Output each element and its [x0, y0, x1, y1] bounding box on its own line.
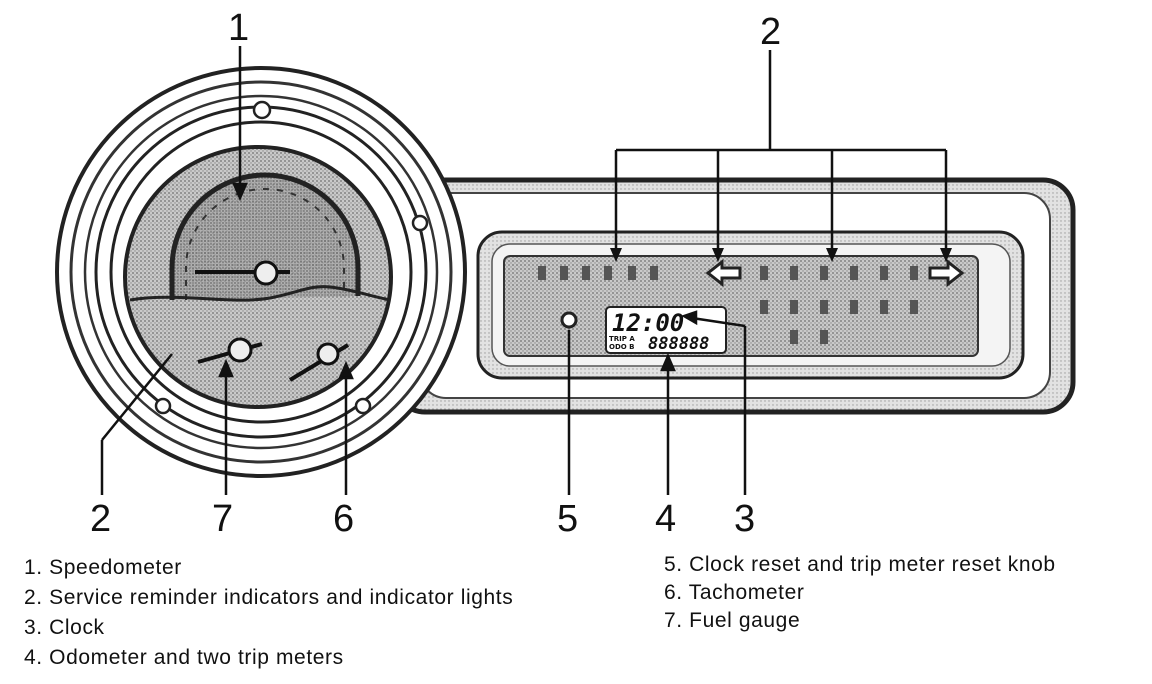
callout-7: 7 [212, 498, 233, 540]
leader-lines [100, 46, 747, 495]
legend-item: 6. Tachometer [664, 581, 805, 604]
callout-3: 3 [734, 498, 755, 540]
reset-knob[interactable] [560, 311, 578, 329]
callout-4: 4 [655, 498, 676, 540]
speedometer-dial [169, 172, 361, 300]
tachometer-hub [316, 342, 340, 366]
legend-item: 7. Fuel gauge [664, 609, 801, 632]
callout-2-bottom: 2 [90, 498, 111, 540]
gauge-face [123, 145, 393, 409]
indicator-panel: 12:00 TRIP A ODO B 888888 [503, 255, 979, 357]
indicator-bracket [614, 50, 948, 256]
mounting-tab [354, 397, 372, 415]
legend-item: 1. Speedometer [24, 556, 182, 579]
indicator-lights-row [538, 266, 918, 344]
callout-5: 5 [557, 498, 578, 540]
mounting-tab [411, 214, 429, 232]
lcd-odometer: 888888 [648, 334, 709, 354]
mounting-tab [154, 397, 172, 415]
lcd-trip-label-bottom: ODO B [609, 343, 634, 351]
right-turn-arrow-icon [928, 258, 965, 288]
lcd-clock: 12:00 [612, 309, 684, 337]
legend-item: 4. Odometer and two trip meters [24, 646, 344, 669]
legend-item: 3. Clock [24, 616, 105, 639]
legend-left: 1. Speedometer 2. Service reminder indic… [24, 553, 513, 673]
callout-6: 6 [333, 498, 354, 540]
legend-item: 5. Clock reset and trip meter reset knob [664, 553, 1056, 576]
lcd-trip-label-top: TRIP A [609, 335, 635, 343]
speedometer-hub [253, 260, 279, 286]
mounting-tab [252, 100, 272, 120]
callout-2-top: 2 [760, 11, 781, 53]
fuel-gauge-hub [227, 337, 253, 363]
left-turn-arrow-icon [705, 258, 742, 288]
callout-1: 1 [228, 7, 249, 49]
legend-item: 2. Service reminder indicators and indic… [24, 586, 514, 609]
legend-right: 5. Clock reset and trip meter reset knob… [664, 551, 1056, 635]
